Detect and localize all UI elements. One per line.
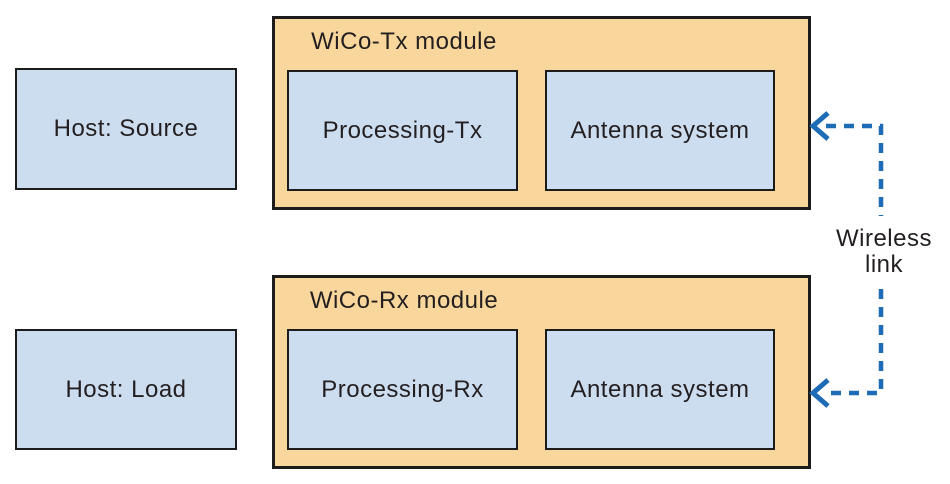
processing-rx-box: Processing-Rx xyxy=(287,329,518,450)
wireless-link-label-line1: Wireless xyxy=(835,225,932,252)
antenna-system-rx-box: Antenna system xyxy=(545,329,775,450)
wico-tx-module-box: WiCo-Tx module Processing-Tx Antenna sys… xyxy=(272,16,811,210)
host-load-box: Host: Load xyxy=(15,329,237,450)
host-source-box: Host: Source xyxy=(15,68,237,190)
wico-rx-module-title: WiCo-Rx module xyxy=(309,287,499,314)
wico-tx-module-title: WiCo-Tx module xyxy=(311,28,497,55)
wico-rx-module-box: WiCo-Rx module Processing-Rx Antenna sys… xyxy=(272,275,811,469)
antenna-system-tx-label: Antenna system xyxy=(570,116,750,144)
antenna-system-tx-box: Antenna system xyxy=(545,70,775,191)
processing-tx-label: Processing-Tx xyxy=(322,116,483,144)
processing-tx-box: Processing-Tx xyxy=(287,70,518,191)
wireless-link-label: Wireless link xyxy=(824,226,944,278)
antenna-system-rx-label: Antenna system xyxy=(570,375,750,403)
wireless-link-dashed-line-top xyxy=(826,123,884,216)
host-source-label: Host: Source xyxy=(53,115,199,142)
wireless-link-label-line2: link xyxy=(864,251,903,278)
host-load-label: Host: Load xyxy=(65,375,187,403)
processing-rx-label: Processing-Rx xyxy=(321,375,484,403)
wireless-link-dashed-line-bottom xyxy=(826,289,884,396)
arrow-left-icon-bottom xyxy=(809,378,830,408)
arrow-left-icon-top xyxy=(809,111,830,141)
